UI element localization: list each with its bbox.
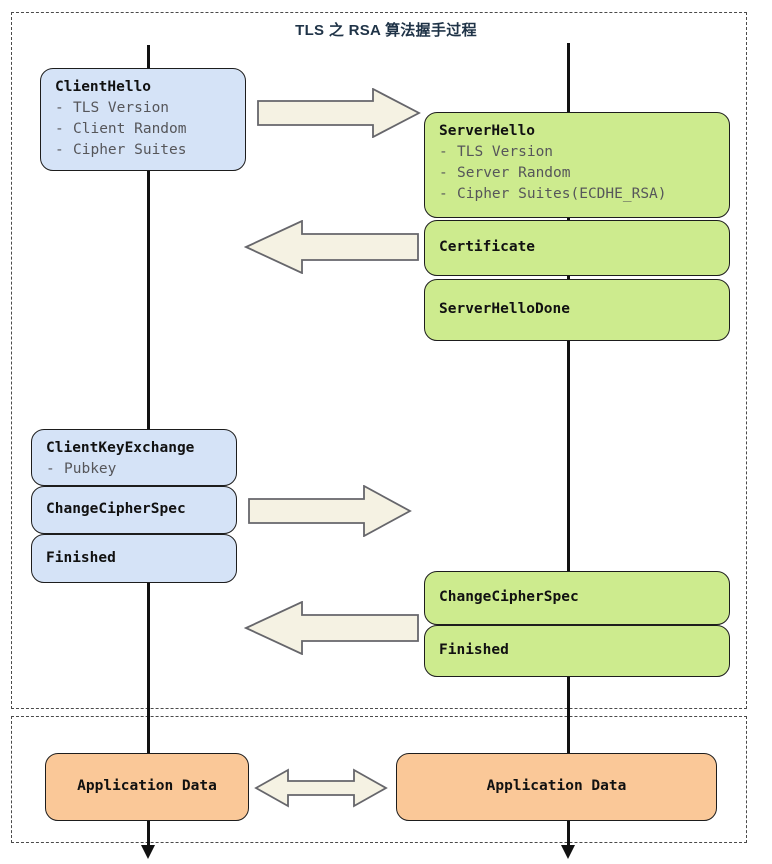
arrow-clientkeyexchange-to-server [248, 485, 412, 537]
application-data-phase-frame [11, 716, 747, 843]
list-item-label: Server Random [457, 164, 571, 181]
message-title: Finished [439, 642, 509, 659]
arrow-clienthello-to-server [257, 88, 421, 138]
message-title: ServerHelloDone [439, 301, 570, 318]
list-bullet: - [55, 141, 64, 158]
arrow-serverfinished-to-client [244, 601, 420, 655]
message-title: Certificate [439, 239, 536, 256]
message-box-certificate[interactable]: Certificate [424, 220, 730, 276]
message-box-client-finished[interactable]: Finished [31, 534, 237, 583]
list-item: -Cipher Suites(ECDHE_RSA) [439, 184, 715, 205]
message-title: ChangeCipherSpec [46, 501, 186, 518]
list-item-label: Cipher Suites [73, 141, 187, 158]
message-detail-list: -TLS Version -Client Random -Cipher Suit… [55, 98, 231, 161]
list-bullet: - [55, 120, 64, 137]
message-title: ClientKeyExchange [46, 440, 195, 456]
list-item: -TLS Version [439, 142, 715, 163]
list-item: -Client Random [55, 119, 231, 140]
message-box-serverhello[interactable]: ServerHello -TLS Version -Server Random … [424, 112, 730, 218]
arrow-serverhello-to-client [244, 220, 420, 274]
message-box-clienthello[interactable]: ClientHello -TLS Version -Client Random … [40, 68, 246, 171]
list-item-label: Cipher Suites(ECDHE_RSA) [457, 185, 667, 202]
client-lifeline-arrowhead-icon [141, 845, 155, 859]
message-detail-list: -TLS Version -Server Random -Cipher Suit… [439, 142, 715, 205]
list-item: -Pubkey [46, 459, 222, 480]
page-title: TLS 之 RSA 算法握手过程 [295, 22, 477, 39]
message-box-server-application-data[interactable]: Application Data [396, 753, 717, 821]
list-item: -Server Random [439, 163, 715, 184]
list-item-label: Pubkey [64, 460, 117, 477]
message-box-serverhellodone[interactable]: ServerHelloDone [424, 279, 730, 341]
message-box-server-changecipherspec[interactable]: ChangeCipherSpec [424, 571, 730, 625]
list-bullet: - [439, 185, 448, 202]
message-title: Application Data [77, 778, 217, 795]
message-box-client-changecipherspec[interactable]: ChangeCipherSpec [31, 486, 237, 534]
list-bullet: - [439, 164, 448, 181]
list-item-label: TLS Version [457, 143, 554, 160]
list-item-label: Client Random [73, 120, 187, 137]
list-bullet: - [55, 99, 64, 116]
message-title: ClientHello [55, 79, 152, 95]
list-item: -Cipher Suites [55, 140, 231, 161]
message-box-clientkeyexchange[interactable]: ClientKeyExchange -Pubkey [31, 429, 237, 486]
server-lifeline [567, 43, 570, 845]
message-title: ServerHello [439, 123, 536, 139]
list-bullet: - [46, 460, 55, 477]
message-title: Finished [46, 549, 116, 566]
message-title: ChangeCipherSpec [439, 589, 579, 606]
message-title: Application Data [486, 778, 627, 795]
list-bullet: - [439, 143, 448, 160]
message-box-client-application-data[interactable]: Application Data [45, 753, 249, 821]
arrow-application-data-bidirectional [254, 768, 388, 808]
message-detail-list: -Pubkey [46, 459, 222, 480]
server-lifeline-arrowhead-icon [561, 845, 575, 859]
handshake-phase-frame [11, 12, 747, 709]
list-item: -TLS Version [55, 98, 231, 119]
list-item-label: TLS Version [73, 99, 170, 116]
message-box-server-finished[interactable]: Finished [424, 625, 730, 677]
